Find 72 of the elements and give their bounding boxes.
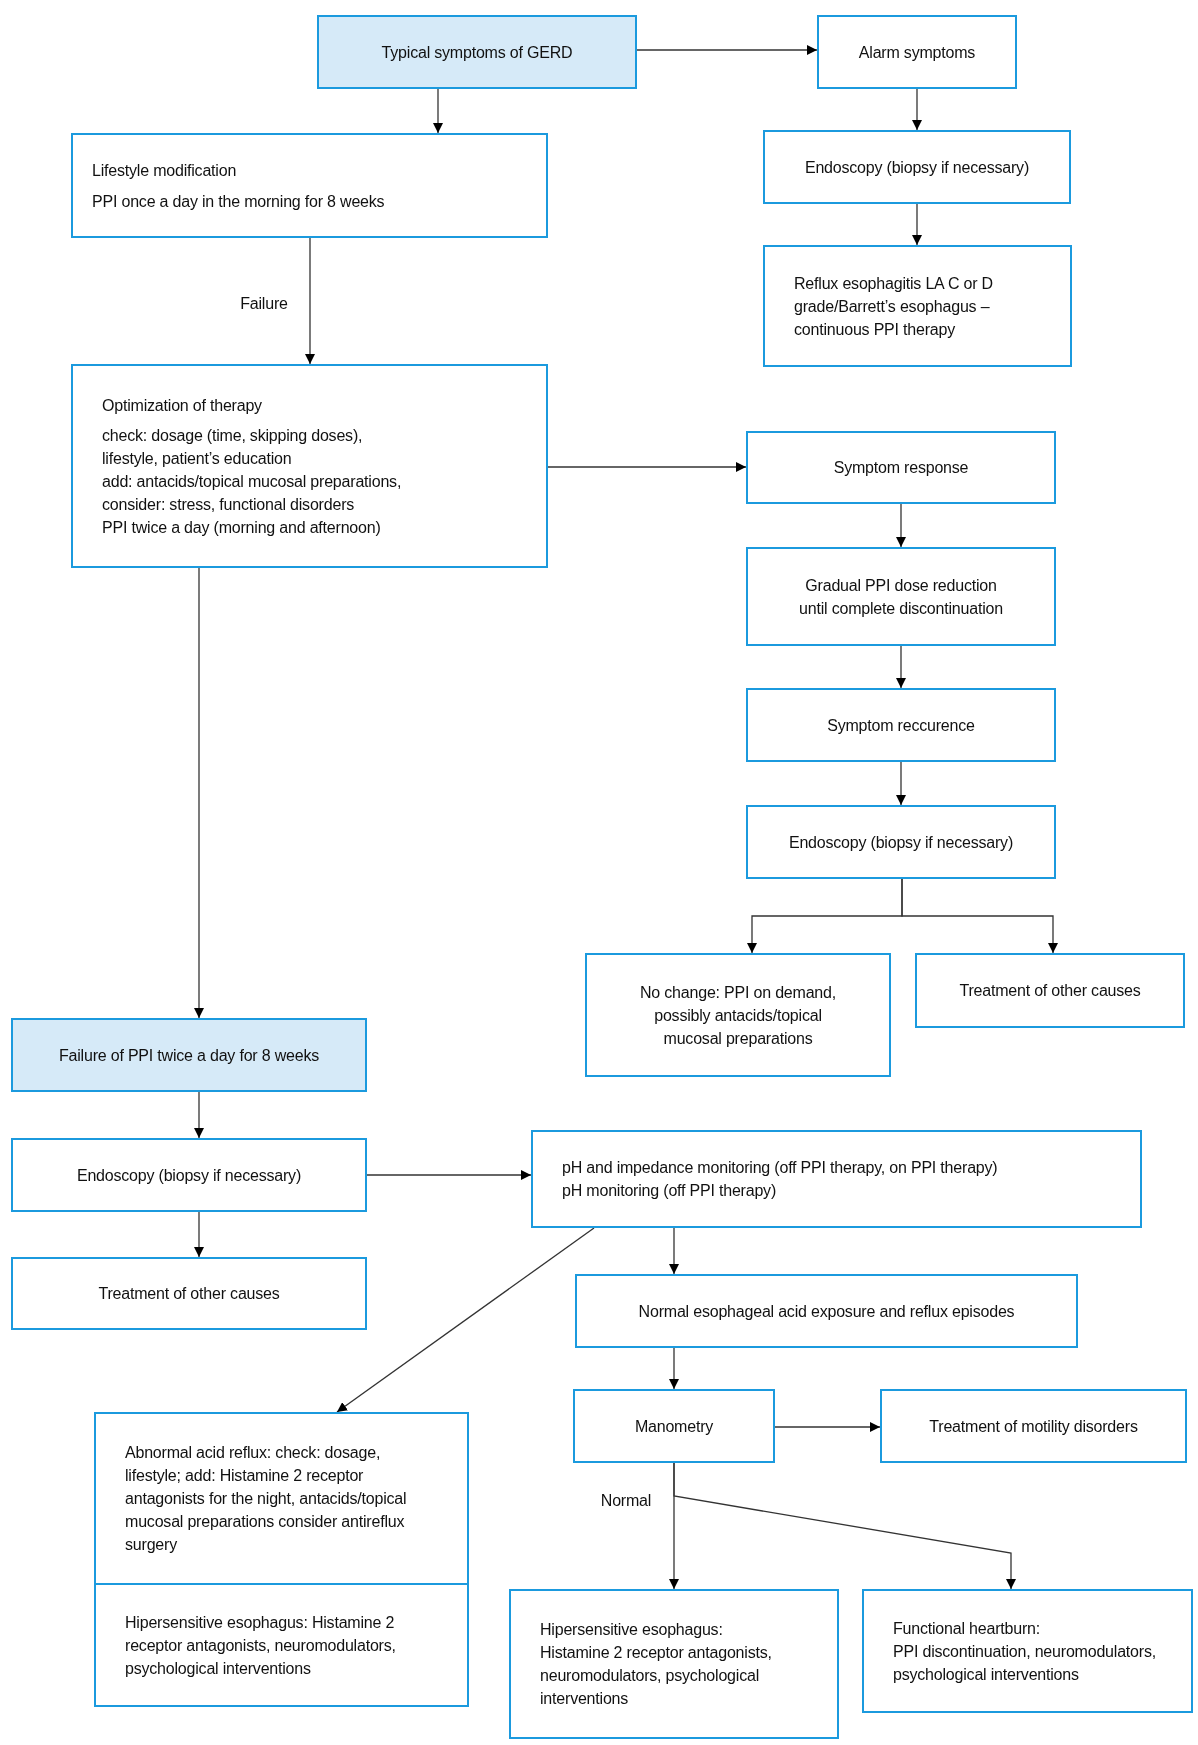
process-box [509,1589,839,1739]
arrow [194,567,204,1019]
box-text: Manometry [634,1416,714,1437]
box-text: Symptom reccurence [827,715,975,736]
box-heading: Functional heartburn: [893,1618,1040,1639]
box-text: No change: PPI on demand, possibly antacids/topical mucosal preparations [639,982,837,1049]
process-box [880,1389,1187,1463]
process-box [575,1274,1078,1348]
box-heading: Optimization of therapy [102,395,262,416]
process-box [746,805,1056,879]
box-heading: Hipersensitive esophagus: [540,1620,723,1640]
process-box [746,688,1056,762]
process-box [763,130,1071,204]
process-box [585,953,891,1077]
arrow [896,503,906,548]
process-box [11,1138,367,1212]
box-text: Endoscopy (biopsy if necessary) [788,832,1014,853]
arrow [336,1227,595,1413]
box-text: Endoscopy (biopsy if necessary) [76,1165,302,1186]
box-text: Histamine 2 receptor antagonists, neuromodulators, psychological interventions [540,1643,773,1709]
box-text: Abnormal acid reflux: check: dosage, lifestyle; add: Histamine 2 receptor antagonists for the night, antacids/topical mucosal preparations consider antireflux surgery [125,1443,408,1555]
process-box [71,364,548,568]
arrow [194,1211,204,1258]
box-text: consider: stress, functional disorders [102,494,355,515]
arrow [901,878,1058,954]
process-box [817,15,1017,89]
shaded-process-box [317,15,637,89]
box-text: Hipersensitive esophagus: Histamine 2 receptor antagonists, neuromodulators, psychological interventions [125,1612,397,1679]
process-box [531,1130,1142,1228]
process-box [573,1389,775,1463]
process-box [71,133,548,238]
box-text: PPI discontinuation, neuromodulators, psychological interventions [893,1641,1157,1685]
process-box [862,1589,1193,1713]
box-text: PPI twice a day (morning and afternoon) [102,517,381,538]
shaded-process-box [11,1018,367,1092]
process-box [94,1583,469,1707]
arrow [774,1422,881,1432]
box-text: Reflux esophagitis LA C or D grade/Barrett’s esophagus – continuous PPI therapy [794,273,994,340]
box-text: Normal esophageal acid exposure and reflux episodes [638,1301,1015,1322]
box-text: pH monitoring (off PPI therapy) [562,1181,777,1201]
box-text: Typical symptoms of GERD [381,42,573,63]
arrow [896,761,906,806]
process-box [746,547,1056,646]
arrow [305,237,315,365]
arrow [669,1227,679,1275]
box-text: Treatment of other causes [959,981,1141,1001]
box-text: Failure of PPI twice a day for 8 weeks [58,1045,320,1066]
arrow [912,88,922,131]
box-heading: Lifestyle modification [92,160,237,181]
box-text: PPI once a day in the morning for 8 weeks [92,191,385,212]
box-text: Treatment of motility disorders [929,1416,1138,1437]
arrow [896,645,906,689]
box-text: pH and impedance monitoring (off PPI therapy, on PPI therapy) [562,1158,998,1178]
box-text: Symptom response [833,458,969,478]
box-text: Alarm symptoms [858,42,976,63]
box-text: Endoscopy (biopsy if necessary) [804,157,1030,178]
process-box [94,1412,469,1585]
arrow [669,1347,679,1390]
arrow [547,462,747,472]
arrow [194,1091,204,1139]
process-box [915,953,1185,1028]
box-text: Treatment of other causes [98,1284,280,1304]
arrow [673,1462,1016,1590]
process-box [11,1257,367,1330]
arrow [912,203,922,246]
process-box [763,245,1072,367]
arrow [636,45,818,55]
process-box [746,431,1056,504]
arrow [433,88,443,134]
box-text: add: antacids/topical mucosal preparations, [102,471,402,492]
arrow [366,1170,532,1180]
box-text: Gradual PPI dose reduction until complete discontinuation [798,575,1004,619]
